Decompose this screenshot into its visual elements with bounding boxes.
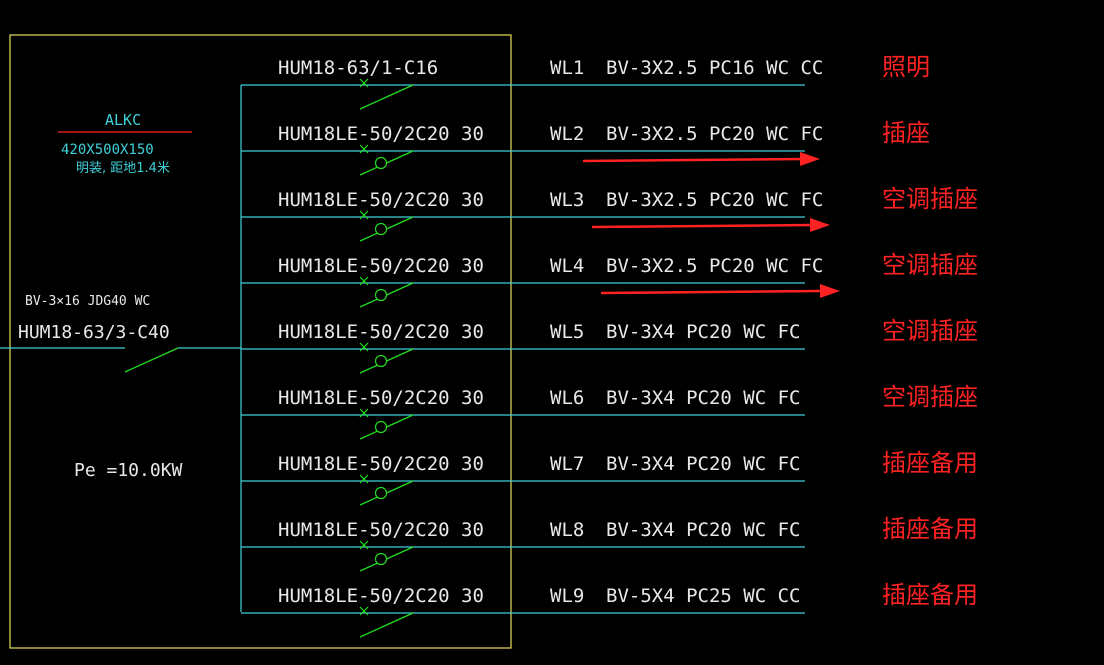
circuit-id: WL1 bbox=[550, 57, 585, 79]
annotation-arrow-shaft bbox=[600, 289, 823, 295]
breaker-label: HUM18LE-50/2C20 30 bbox=[278, 321, 484, 343]
panel-enclosure bbox=[9, 34, 512, 649]
circuits-layer bbox=[241, 78, 805, 638]
circuit-id: WL6 bbox=[550, 387, 585, 409]
breaker-cross-mark bbox=[359, 276, 369, 286]
circuit-usage: 照明 bbox=[882, 53, 930, 81]
incoming-cable-spec: BV-3×16 JDG40 WC bbox=[25, 294, 151, 309]
circuit-usage: 空调插座 bbox=[882, 251, 978, 279]
arrows-layer bbox=[582, 152, 840, 298]
cable-spec: BV-3X4 PC20 WC FC bbox=[606, 453, 801, 475]
breaker-label: HUM18LE-50/2C20 30 bbox=[278, 453, 484, 475]
circuit-id: WL7 bbox=[550, 453, 585, 475]
circuit-id: WL8 bbox=[550, 519, 585, 541]
breaker-cross-mark bbox=[359, 210, 369, 220]
cable-spec: BV-3X4 PC20 WC FC bbox=[606, 387, 801, 409]
circuit-usage: 插座备用 bbox=[882, 449, 978, 477]
breaker-label: HUM18LE-50/2C20 30 bbox=[278, 255, 484, 277]
cable-spec: BV-3X4 PC20 WC FC bbox=[606, 321, 801, 343]
panel-mount-note: 明装, 距地1.4米 bbox=[76, 161, 170, 176]
breaker-label: HUM18LE-50/2C20 30 bbox=[278, 519, 484, 541]
breaker-cross-mark bbox=[359, 474, 369, 484]
breaker-label: HUM18LE-50/2C20 30 bbox=[278, 123, 484, 145]
circuit-usage: 空调插座 bbox=[882, 383, 978, 411]
breaker-cross-mark bbox=[359, 342, 369, 352]
breaker-cross-mark bbox=[359, 78, 369, 88]
rcd-indicator bbox=[374, 486, 388, 500]
cable-spec: BV-3X2.5 PC20 WC FC bbox=[606, 123, 824, 145]
annotation-arrow-head bbox=[800, 152, 820, 166]
main-breaker-model: HUM18-63/3-C40 bbox=[18, 322, 170, 343]
rcd-indicator bbox=[374, 552, 388, 566]
circuit-usage: 空调插座 bbox=[882, 317, 978, 345]
panel-size: 420X500X150 bbox=[61, 142, 154, 158]
rcd-indicator bbox=[374, 156, 388, 170]
main-breaker-switch bbox=[124, 347, 179, 373]
rcd-indicator bbox=[374, 222, 388, 236]
circuit-id: WL3 bbox=[550, 189, 585, 211]
circuit-usage: 插座备用 bbox=[882, 515, 978, 543]
panel-name: ALKC bbox=[105, 111, 142, 129]
cable-spec: BV-3X2.5 PC20 WC FC bbox=[606, 189, 824, 211]
breaker-cross-mark bbox=[359, 408, 369, 418]
panel-power-rating: Pe =10.0KW bbox=[74, 460, 183, 481]
breaker-label: HUM18LE-50/2C20 30 bbox=[278, 387, 484, 409]
breaker-switch bbox=[359, 84, 414, 110]
breaker-cross-mark bbox=[359, 540, 369, 550]
circuit-id: WL2 bbox=[550, 123, 585, 145]
circuit-usage: 插座备用 bbox=[882, 581, 978, 609]
annotation-arrow-shaft bbox=[591, 223, 813, 229]
circuit-id: WL9 bbox=[550, 585, 585, 607]
circuit-id: WL4 bbox=[550, 255, 585, 277]
cable-spec: BV-5X4 PC25 WC CC bbox=[606, 585, 801, 607]
breaker-label: HUM18-63/1-C16 bbox=[278, 57, 439, 79]
cable-spec: BV-3X2.5 PC20 WC FC bbox=[606, 255, 824, 277]
circuit-id: WL5 bbox=[550, 321, 585, 343]
circuit-usage: 空调插座 bbox=[882, 185, 978, 213]
annotation-arrow-head bbox=[810, 218, 830, 232]
breaker-cross-mark bbox=[359, 606, 369, 616]
breaker-switch bbox=[359, 612, 414, 638]
rcd-indicator bbox=[374, 288, 388, 302]
annotation-arrow-shaft bbox=[582, 157, 803, 163]
breaker-cross-mark bbox=[359, 144, 369, 154]
annotation-arrow-head bbox=[820, 284, 840, 298]
breaker-label: HUM18LE-50/2C20 30 bbox=[278, 189, 484, 211]
circuit-usage: 插座 bbox=[882, 119, 930, 147]
breaker-label: HUM18LE-50/2C20 30 bbox=[278, 585, 484, 607]
cable-spec: BV-3X2.5 PC16 WC CC bbox=[606, 57, 824, 79]
cable-spec: BV-3X4 PC20 WC FC bbox=[606, 519, 801, 541]
rcd-indicator bbox=[374, 420, 388, 434]
rcd-indicator bbox=[374, 354, 388, 368]
